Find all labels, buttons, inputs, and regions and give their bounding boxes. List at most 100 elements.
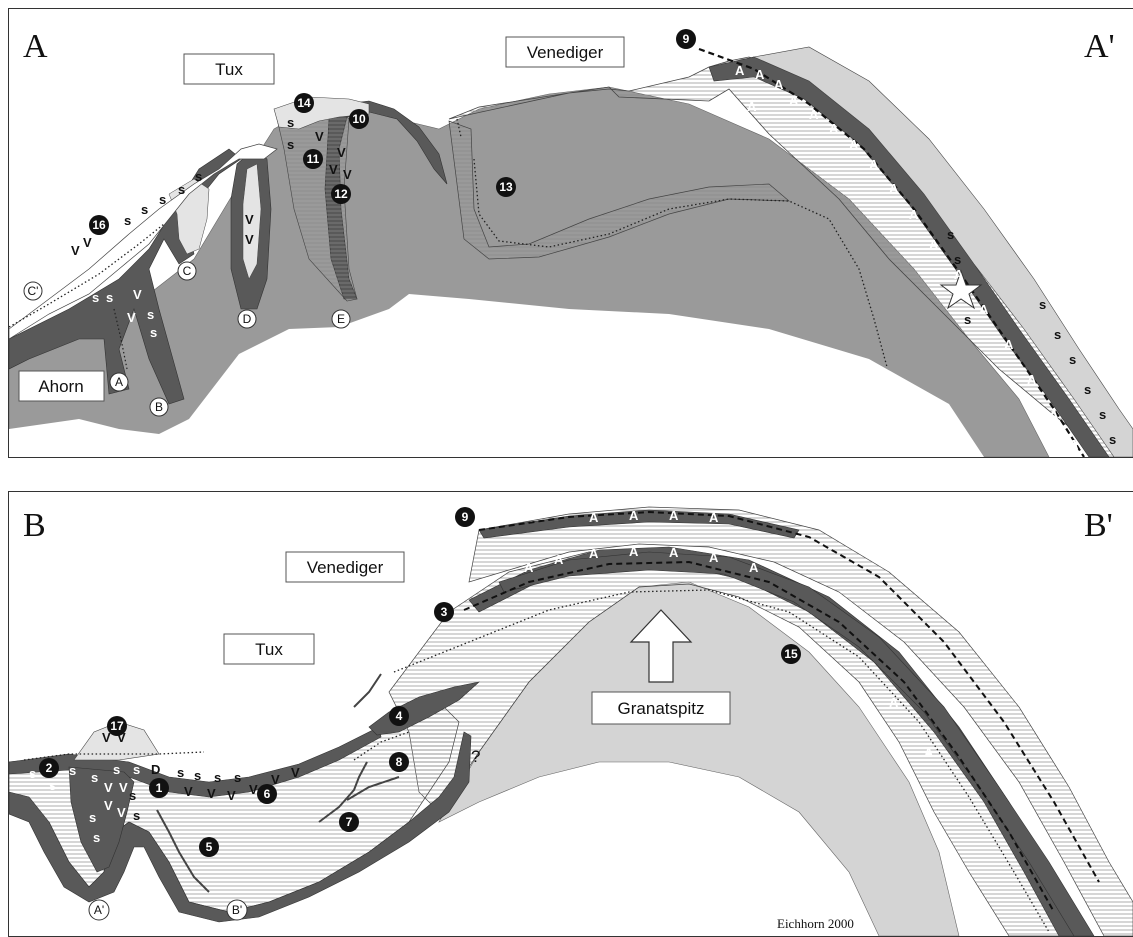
badge-15: 15 [781, 644, 801, 664]
svg-text:s: s [129, 788, 136, 803]
svg-text:s: s [234, 770, 241, 785]
svg-text:V: V [227, 788, 236, 803]
granatspitz-label-box: Granatspitz [592, 692, 730, 724]
svg-text:A: A [554, 552, 564, 567]
ahorn-label-box: Ahorn [19, 371, 104, 401]
svg-text:s: s [89, 810, 96, 825]
svg-text:V: V [271, 772, 280, 787]
svg-text:A: A [889, 181, 899, 196]
badge-11: 11 [303, 149, 323, 169]
svg-text:s: s [287, 137, 294, 152]
svg-text:s: s [106, 290, 113, 305]
svg-text:A: A [709, 510, 719, 525]
svg-text:Tux: Tux [215, 60, 243, 79]
svg-text:V: V [104, 798, 113, 813]
svg-text:A: A [1004, 337, 1014, 352]
svg-text:V: V [184, 784, 193, 799]
section-a-drawing: s s s s s s s s s V V V V V V V V V V s … [9, 9, 1133, 457]
section-a-left-label: A [23, 28, 48, 65]
badge-3: 3 [434, 602, 454, 622]
credit-text: Eichhorn 2000 [777, 916, 854, 931]
svg-text:11: 11 [307, 152, 320, 166]
svg-text:Tux: Tux [255, 640, 283, 659]
svg-text:s: s [947, 227, 954, 242]
svg-text:A: A [669, 508, 679, 523]
svg-text:V: V [245, 212, 254, 227]
badge-9-a: 9 [676, 29, 696, 49]
badge-5: 5 [199, 837, 219, 857]
svg-text:A: A [724, 99, 734, 114]
svg-text:9: 9 [462, 510, 469, 524]
svg-text:A: A [747, 99, 757, 114]
section-a-right-label: A' [1084, 28, 1115, 65]
svg-text:V: V [245, 232, 254, 247]
svg-text:A: A [889, 695, 899, 710]
svg-text:V: V [119, 780, 128, 795]
svg-text:16: 16 [92, 218, 106, 232]
fold-marker-c-prime: C' [24, 282, 42, 300]
svg-text:17: 17 [110, 719, 124, 733]
svg-text:A: A [924, 745, 934, 760]
svg-text:s: s [1099, 407, 1106, 422]
svg-text:V: V [329, 162, 338, 177]
svg-text:B: B [155, 400, 163, 414]
svg-text:A: A [629, 508, 639, 523]
svg-text:s: s [49, 778, 56, 793]
svg-text:A: A [929, 237, 939, 252]
badge-10: 10 [349, 109, 369, 129]
tux-label-box: Tux [184, 54, 274, 84]
svg-text:A: A [774, 77, 784, 92]
svg-text:A: A [849, 137, 859, 152]
fold-marker-b: B [150, 398, 168, 416]
svg-text:s: s [1054, 327, 1061, 342]
svg-text:Venediger: Venediger [307, 558, 384, 577]
svg-text:s: s [177, 765, 184, 780]
fold-marker-a-prime: A' [89, 900, 109, 920]
badge-17: 17 [107, 716, 127, 736]
svg-text:A: A [1049, 407, 1059, 422]
badge-4: 4 [389, 706, 409, 726]
svg-text:s: s [92, 290, 99, 305]
badge-2: 2 [39, 758, 59, 778]
svg-text:V: V [83, 235, 92, 250]
svg-text:V: V [249, 782, 258, 797]
svg-text:s: s [133, 808, 140, 823]
svg-text:s: s [29, 766, 36, 781]
badge-16: 16 [89, 215, 109, 235]
badge-7: 7 [339, 812, 359, 832]
svg-text:s: s [954, 252, 961, 267]
svg-text:5: 5 [206, 840, 213, 854]
svg-text:C': C' [28, 284, 39, 298]
svg-text:E: E [337, 312, 345, 326]
svg-text:V: V [71, 243, 80, 258]
svg-text:A: A [954, 267, 964, 282]
svg-text:s: s [124, 213, 131, 228]
fold-marker-e: E [332, 310, 350, 328]
svg-text:A: A [524, 560, 534, 575]
svg-text:4: 4 [396, 709, 403, 723]
svg-text:7: 7 [346, 815, 353, 829]
svg-text:s: s [287, 115, 294, 130]
svg-text:s: s [1069, 352, 1076, 367]
fold-marker-c: C [178, 262, 196, 280]
svg-text:s: s [150, 325, 157, 340]
svg-text:Granatspitz: Granatspitz [618, 699, 705, 718]
badge-13: 13 [496, 177, 516, 197]
svg-text:s: s [178, 182, 185, 197]
svg-text:B': B' [232, 903, 242, 917]
dike-near-4 [354, 674, 381, 707]
svg-text:s: s [93, 830, 100, 845]
svg-text:s: s [214, 770, 221, 785]
svg-text:V: V [291, 765, 300, 780]
svg-text:A: A [1027, 372, 1037, 387]
badge-6: 6 [257, 784, 277, 804]
svg-text:s: s [133, 762, 140, 777]
svg-text:A: A [629, 544, 639, 559]
svg-text:s: s [91, 770, 98, 785]
svg-text:s: s [159, 192, 166, 207]
svg-text:V: V [207, 786, 216, 801]
section-b-left-label: B [23, 507, 46, 544]
svg-text:1: 1 [156, 781, 163, 795]
svg-text:9: 9 [683, 32, 690, 46]
svg-text:A': A' [94, 903, 104, 917]
